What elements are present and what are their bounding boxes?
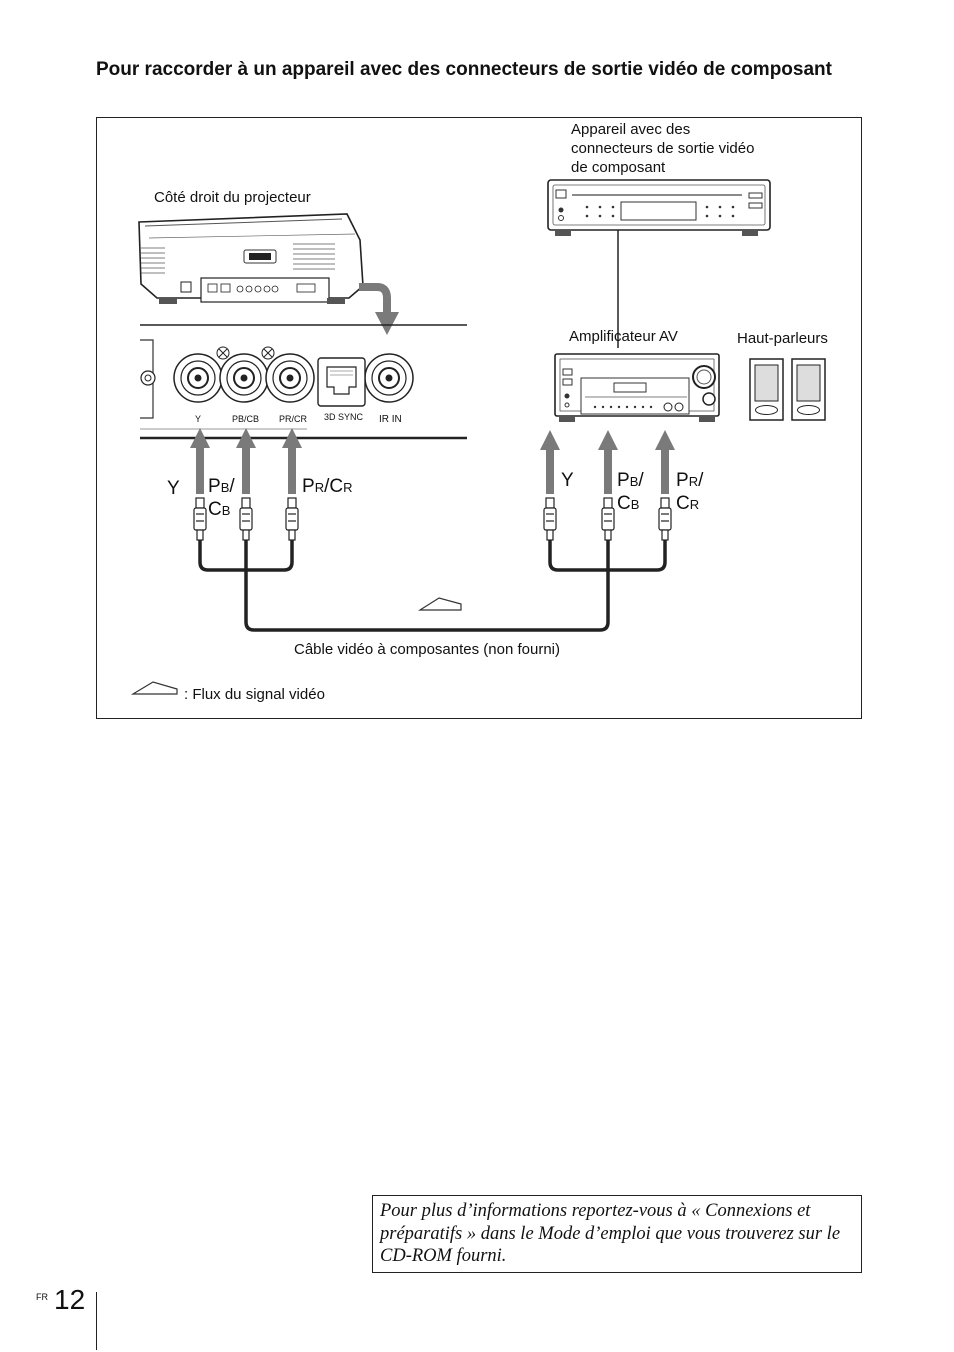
component-cable (198, 540, 667, 632)
reference-note: Pour plus d’informations reportez-vous à… (372, 1195, 862, 1273)
signal-label-right-pb-cb: PB/ CB (617, 470, 644, 514)
diagram-artwork (130, 179, 826, 695)
legend-label: : Flux du signal vidéo (184, 686, 325, 703)
signal-label-right-y: Y (561, 470, 574, 491)
port-label-pb: PB/CB (232, 414, 260, 424)
legend-arrow-icon (130, 681, 178, 695)
projector-label: Côté droit du projecteur (154, 189, 311, 206)
projector-illustration (138, 213, 364, 304)
connection-diagram: Appareil avec des connecteurs de sortie … (96, 117, 862, 719)
page-rule (96, 1292, 97, 1350)
connector-panel-closeup (140, 324, 467, 440)
signal-label-left-y: Y (167, 478, 180, 499)
port-label-ir-in: IR IN (379, 414, 402, 425)
signal-arrows-right (540, 430, 675, 494)
signal-label-left-pb-cb: PB/ CB (208, 476, 235, 520)
section-heading: Pour raccorder à un appareil avec des co… (96, 59, 832, 80)
signal-flow-arrow (417, 597, 462, 611)
amplifier-label: Amplificateur AV (569, 328, 678, 345)
source-device-illustration (547, 179, 771, 348)
port-label-y: Y (195, 414, 202, 424)
signal-label-right-pr-cr: PR/ CR (676, 470, 704, 514)
signal-label-left-pr-cr: PR/CR (302, 476, 353, 497)
port-label-3d-sync: 3D SYNC (324, 412, 364, 422)
source-device-label: Appareil avec des connecteurs de sortie … (571, 121, 755, 176)
cable-label: Câble vidéo à composantes (non fourni) (294, 641, 560, 658)
av-amplifier-illustration (554, 353, 720, 422)
speakers-label: Haut-parleurs (737, 330, 828, 347)
speakers-illustration (749, 358, 826, 421)
page-language: FR (36, 1292, 48, 1302)
port-label-pr: PR/CR (279, 414, 308, 424)
rca-plugs (193, 497, 672, 541)
page-number: 12 (54, 1284, 86, 1315)
signal-arrows-left (190, 428, 302, 494)
zoom-arrow (359, 283, 399, 335)
